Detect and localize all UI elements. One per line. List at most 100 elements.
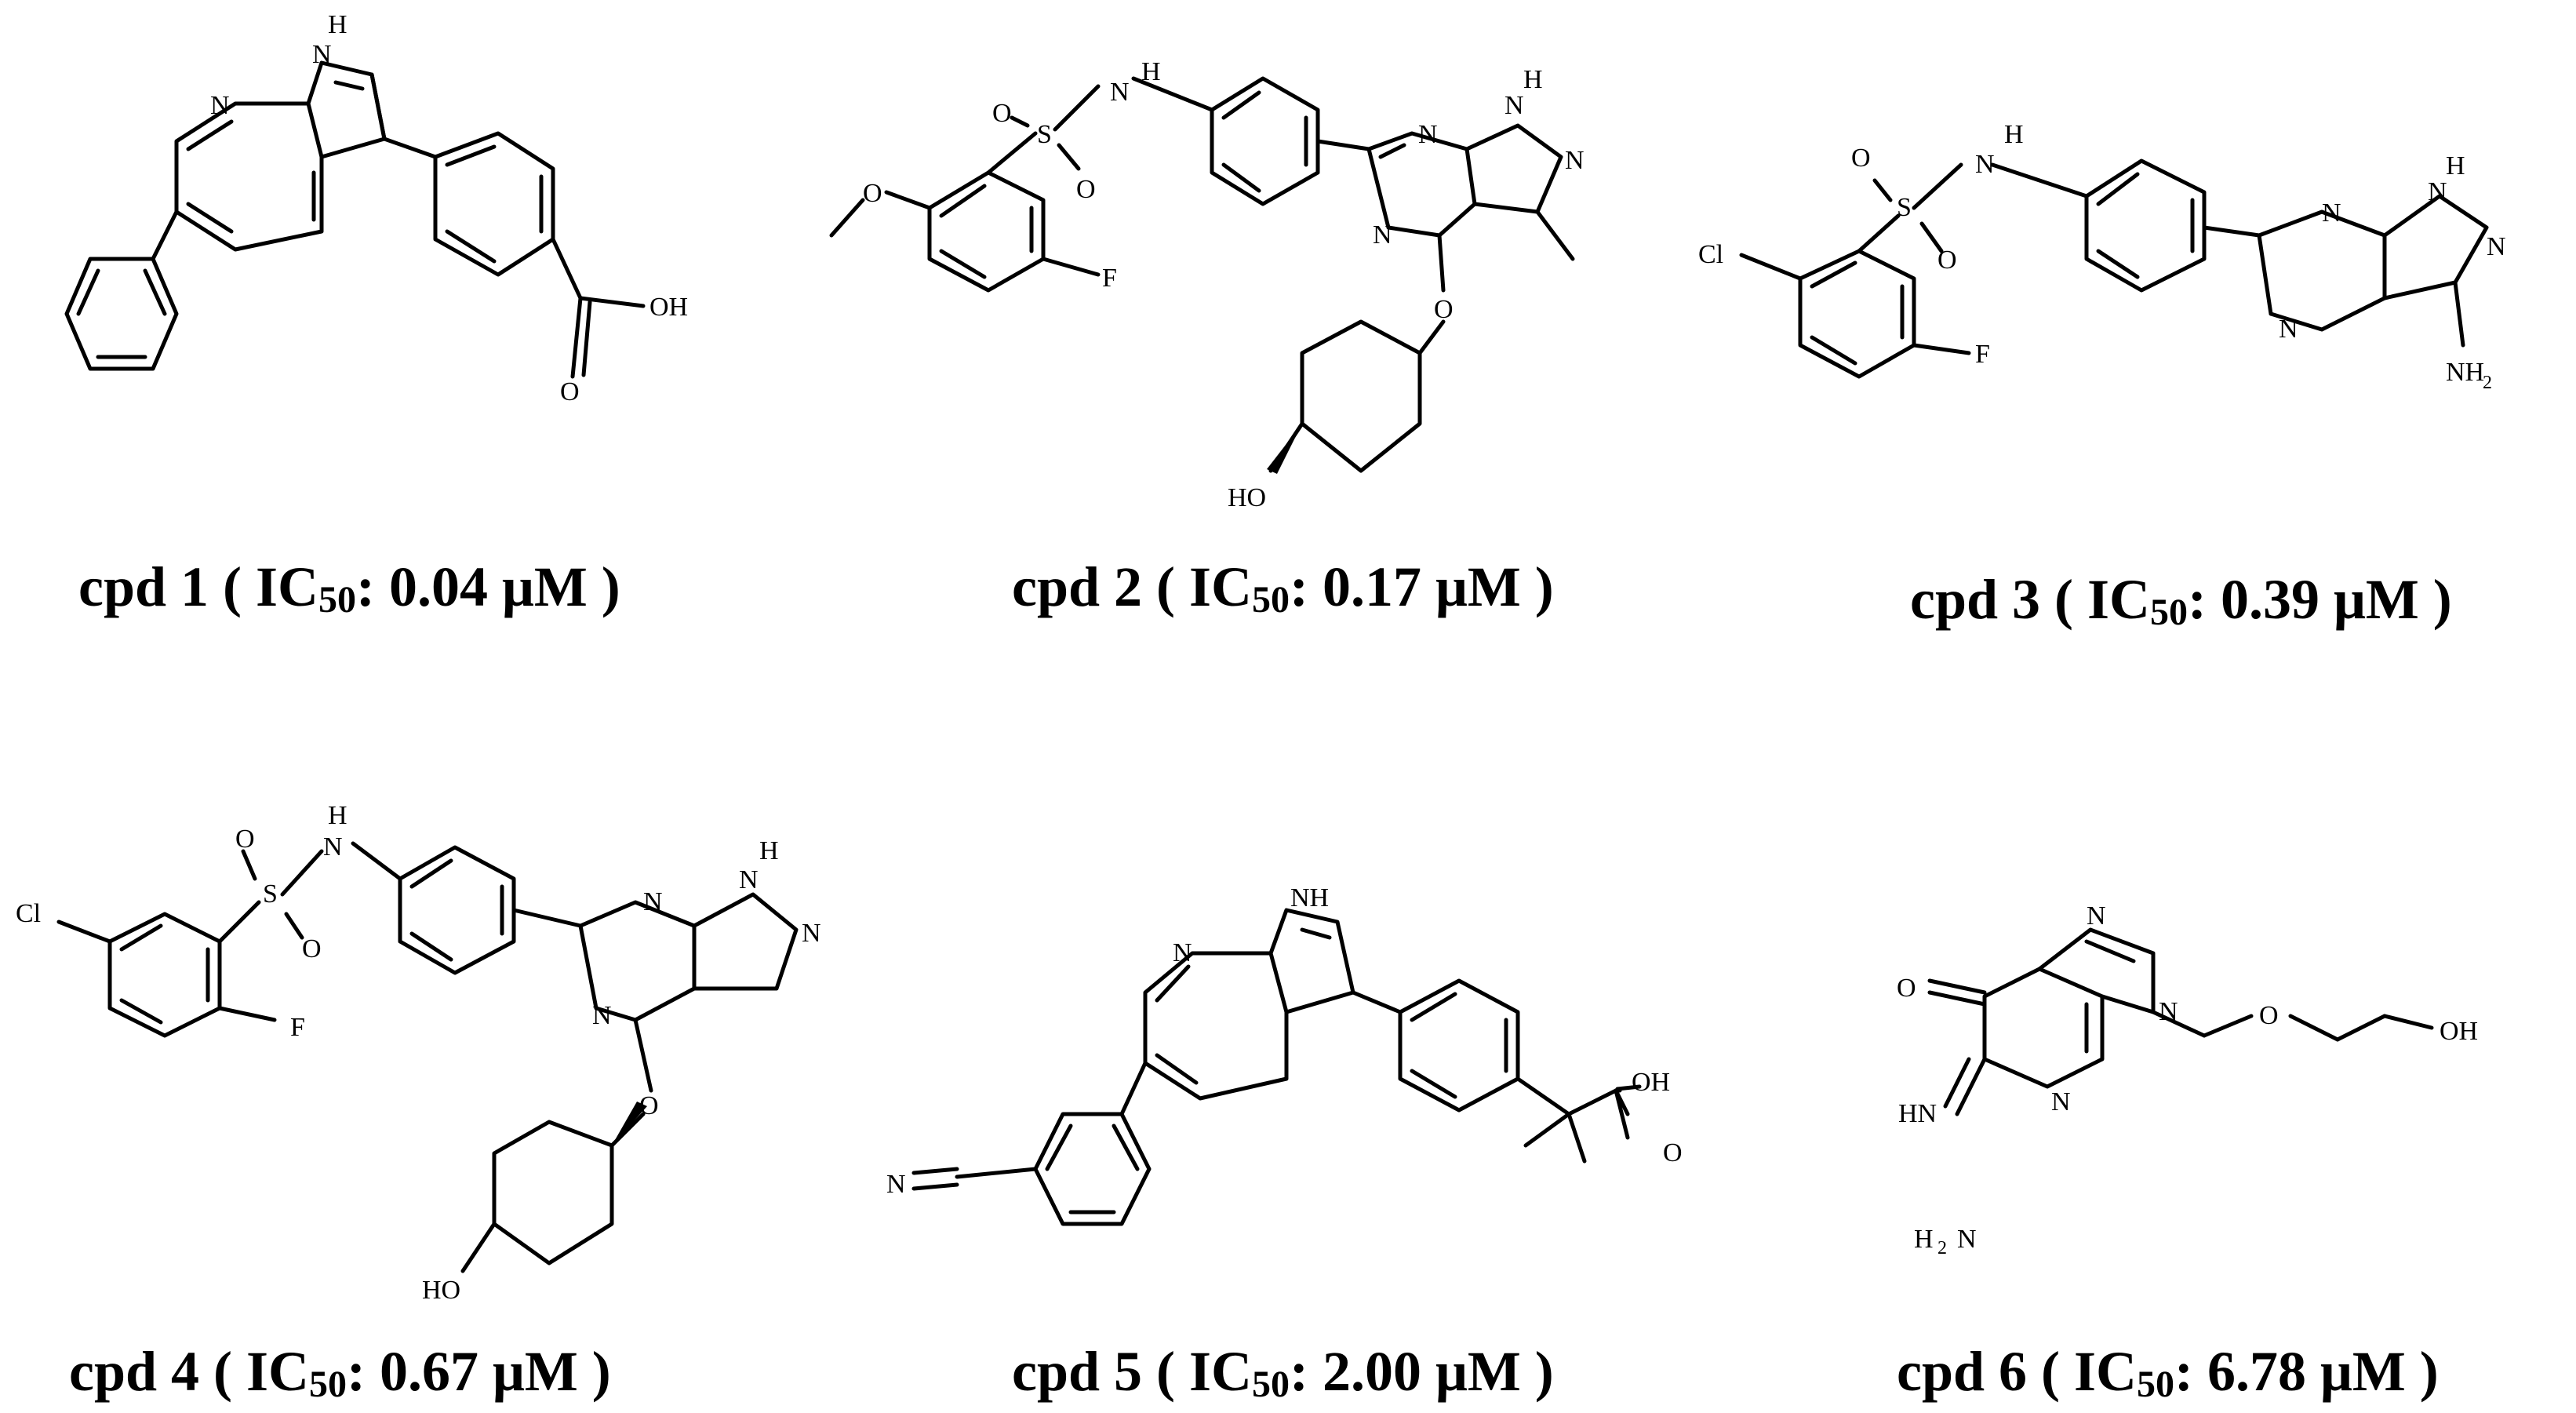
atom-label: N xyxy=(592,1001,612,1030)
cpd2-phenyl-ring-bonds xyxy=(1210,76,1320,206)
atom-label: H xyxy=(759,836,779,865)
cpd3-pyrazole-bonds xyxy=(2382,194,2489,300)
cpd2-pyrazole-bonds xyxy=(1464,123,1563,214)
cpd4-pyrimidine-bonds xyxy=(578,900,697,1022)
cpd2-wedge-bond xyxy=(1267,424,1302,474)
caption-subscript: 50 xyxy=(1252,1364,1290,1405)
cpd1-benzoic-ring-bonds xyxy=(433,131,555,277)
atom-label: HN xyxy=(1898,1099,1937,1128)
atom-label: N xyxy=(312,40,332,69)
cpd2-pyrimidine-bonds xyxy=(1366,131,1477,238)
atom-label: O xyxy=(302,934,322,963)
atom-label: S xyxy=(1897,193,1912,222)
atom-label: OH xyxy=(649,293,688,322)
atom-label: N xyxy=(2428,177,2447,206)
atom-label: N xyxy=(2322,198,2341,228)
cpd4-caption: cpd 4 ( IC50: 0.67 μM ) xyxy=(69,1340,611,1404)
atom-label: Cl xyxy=(1698,240,1723,269)
caption-prefix: cpd 2 ( IC xyxy=(1012,555,1253,618)
atom-label: HO xyxy=(422,1276,460,1305)
caption-subscript: 50 xyxy=(2150,592,2189,633)
atom-label: Cl xyxy=(16,899,41,928)
caption-prefix: cpd 1 ( IC xyxy=(78,555,319,618)
atom-label: O xyxy=(2259,1001,2279,1030)
atom-label: O xyxy=(1851,144,1871,173)
atom-label: H xyxy=(1523,65,1543,94)
caption-prefix: cpd 6 ( IC xyxy=(1897,1340,2138,1403)
cpd5-pyrrole-bonds xyxy=(1268,908,1355,1014)
cpd4-structure xyxy=(56,841,799,1273)
atom-label: N xyxy=(643,887,663,916)
atom-label: H xyxy=(2004,120,2024,149)
cpd4-wedge-bond xyxy=(612,1102,647,1145)
atom-label: N xyxy=(210,91,230,120)
atom-label: N xyxy=(802,919,821,948)
atom-label: O xyxy=(1897,974,1916,1003)
atom-label: N xyxy=(2087,901,2106,930)
caption-prefix: cpd 3 ( IC xyxy=(1910,568,2151,631)
cpd1-caption: cpd 1 ( IC50: 0.04 μM ) xyxy=(78,559,620,619)
cpd2-cyclohexane-bonds xyxy=(1300,319,1422,473)
atom-label: O xyxy=(235,825,255,854)
atom-label: HO xyxy=(1228,483,1266,512)
atom-label: O xyxy=(863,179,882,208)
caption-prefix: cpd 5 ( IC xyxy=(1012,1340,1253,1403)
cpd2-aryl-ring-bonds xyxy=(927,170,1046,293)
atom-label: N xyxy=(323,832,343,861)
caption-suffix: : 0.04 μM ) xyxy=(356,555,620,618)
cpd5-phenyl-ring-bonds xyxy=(1033,1112,1152,1226)
caption-suffix: : 0.39 μM ) xyxy=(2188,568,2452,631)
atom-label: O xyxy=(1434,295,1454,324)
cpd4-phenyl-ring-bonds xyxy=(398,845,516,975)
cpd5-aryl-ring-bonds xyxy=(1398,978,1520,1113)
atom-label: O xyxy=(1937,246,1957,275)
atom-label: F xyxy=(1102,264,1117,293)
atom-label: O xyxy=(1076,175,1096,204)
atom-label: N xyxy=(1373,220,1392,249)
atom-label: H xyxy=(328,801,347,830)
caption-suffix: : 6.78 μM ) xyxy=(2174,1340,2439,1403)
cpd4-cyclohexane-bonds xyxy=(492,1120,614,1266)
cpd3-phenyl-ring-bonds xyxy=(2084,158,2207,293)
atom-label: H xyxy=(1141,57,1161,86)
cpd3-structure xyxy=(1739,158,2489,379)
cpd3-pyrimidine-bonds xyxy=(2257,209,2387,332)
atom-label: NH xyxy=(1290,883,1329,912)
cpd2-caption: cpd 2 ( IC50: 0.17 μM ) xyxy=(1012,559,1554,619)
atom-label: 2 xyxy=(2483,373,2492,393)
caption-prefix: cpd 4 ( IC xyxy=(69,1340,310,1403)
atom-label: N xyxy=(2159,997,2178,1026)
atom-label: N xyxy=(1504,91,1524,120)
atom-labels: H N N OH O H N S O O O F N N H N N O HO … xyxy=(16,10,2506,1305)
cpd3-aryl-ring-bonds xyxy=(1798,249,1916,379)
atom-label: N xyxy=(2051,1087,2071,1116)
atom-label: N xyxy=(1418,120,1438,149)
atom-label: N xyxy=(739,865,759,894)
cpd4-aryl-ring-bonds xyxy=(107,912,222,1038)
atom-label: F xyxy=(290,1013,305,1042)
cpd4-pyrazole-bonds xyxy=(692,892,799,991)
atom-label: H xyxy=(2446,151,2465,180)
atom-label: N xyxy=(1173,938,1192,967)
caption-suffix: : 0.67 μM ) xyxy=(347,1340,611,1403)
atom-label: F xyxy=(1975,340,1990,369)
cpd6-structure xyxy=(1927,927,2434,1116)
cpd6-imidazole-bonds xyxy=(2037,927,2156,1014)
atom-label: N xyxy=(2487,232,2506,261)
atom-label: NH xyxy=(2446,358,2484,387)
atom-label: S xyxy=(1037,120,1052,149)
cpd1-phenyl-bonds xyxy=(64,257,179,371)
caption-suffix: : 0.17 μM ) xyxy=(1290,555,1554,618)
atom-label: N xyxy=(886,1170,906,1199)
atom-label: N xyxy=(1110,78,1130,107)
atom-label: O xyxy=(560,377,580,406)
atom-label: N xyxy=(2279,315,2298,344)
atom-label: N xyxy=(1565,146,1585,175)
cpd1-pyrrole-bonds xyxy=(306,60,387,159)
atom-label: O xyxy=(1663,1138,1683,1167)
cpd3-caption: cpd 3 ( IC50: 0.39 μM ) xyxy=(1910,568,2452,632)
caption-subscript: 50 xyxy=(1252,579,1290,621)
atom-label: H xyxy=(328,10,347,39)
cpd5-pyridine-bonds xyxy=(1143,951,1289,1101)
